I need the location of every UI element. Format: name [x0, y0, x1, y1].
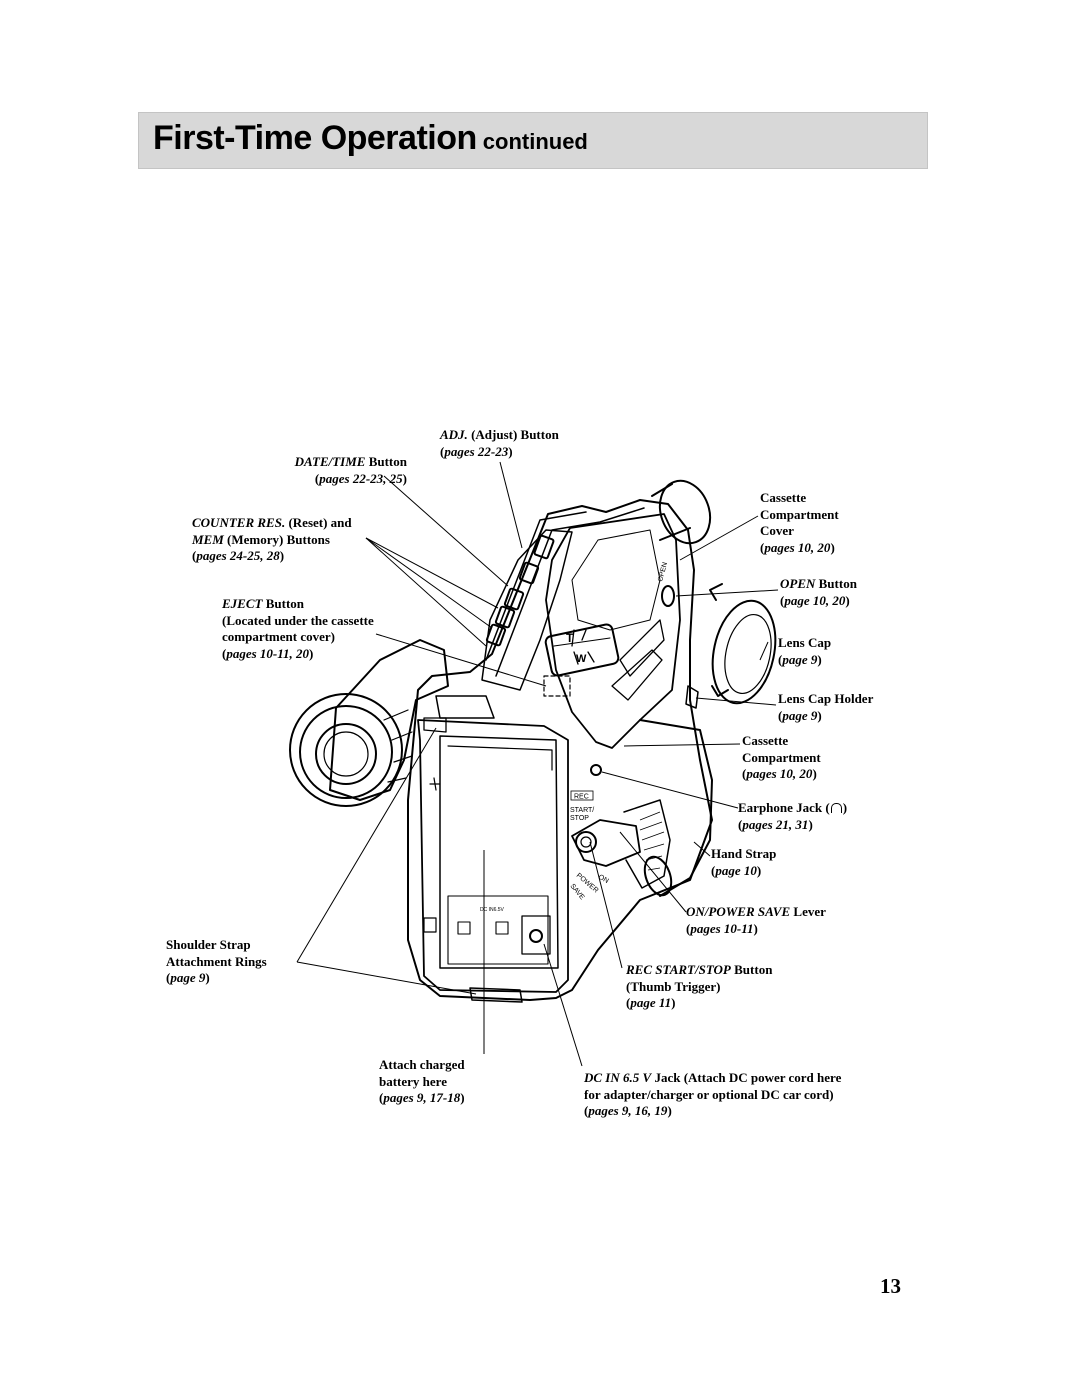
lens-front: [289, 693, 403, 807]
leader-open: [675, 589, 779, 597]
marking-open: OPEN: [657, 562, 669, 583]
hand-strap: [639, 719, 713, 897]
leader-counter-2: [365, 537, 493, 629]
headphone-icon: [830, 803, 842, 813]
front-barrel: [329, 639, 449, 801]
leader-lenscap: [759, 641, 769, 661]
leader-rec: [589, 841, 623, 969]
marking-save: SAVE: [568, 883, 585, 902]
label-datetime-button: DATE/TIME Button(pages 22-23, 25): [294, 454, 407, 486]
label-lens-cap-holder: Lens Cap Holder(page 9): [778, 691, 874, 723]
marking-stop: STOP: [570, 815, 589, 822]
leader-eject: [375, 633, 547, 687]
leader-shoulder-1: [296, 727, 437, 963]
viewfinder-eyecup: [658, 479, 712, 545]
label-earphone-jack: Earphone Jack ()(pages 21, 31): [738, 800, 848, 832]
cassette-cover: [545, 513, 681, 749]
marking-start: START/: [570, 807, 594, 814]
marking-wide: W: [576, 653, 587, 665]
leader-adj: [499, 461, 523, 549]
label-open-button: OPEN Button(page 10, 20): [780, 576, 857, 608]
camcorder-body: [407, 499, 713, 1001]
leader-cassette-cover: [679, 515, 759, 561]
leader-powersave: [619, 831, 687, 913]
title-continued: continued: [482, 129, 588, 154]
label-hand-strap: Hand Strap(page 10): [711, 846, 777, 878]
lens-cap: [711, 599, 777, 705]
leader-counter-1: [365, 537, 499, 609]
zoom-rocker: [544, 623, 620, 677]
label-dc-in-jack: DC IN 6.5 V Jack (Attach DC power cord h…: [584, 1070, 842, 1118]
marking-on: ON: [597, 874, 610, 885]
earphone-jack: [590, 764, 602, 776]
leader-datetime: [383, 475, 509, 587]
power-lever: [571, 819, 641, 867]
page-number: 13: [880, 1274, 901, 1298]
label-adj-button: ADJ. (Adjust) Button(pages 22-23): [440, 427, 559, 459]
battery-mount: [417, 719, 569, 993]
label-lens-cap: Lens Cap(page 9): [778, 635, 832, 667]
leader-cassette-comp: [623, 743, 741, 747]
dc-in-jack: [529, 929, 543, 943]
marking-dcin: DC IN6.5V: [480, 907, 505, 913]
leader-dcin: [543, 943, 583, 1067]
leader-shoulder-2: [296, 961, 477, 995]
label-rec-button: REC START/STOP Button(Thumb Trigger)(pag…: [626, 962, 773, 1010]
label-power-save-lever: ON/POWER SAVE Lever(pages 10-11): [686, 904, 826, 936]
marking-tele: T: [566, 631, 574, 645]
leader-counter-3: [365, 537, 487, 647]
leader-handstrap: [693, 841, 711, 857]
button-strip: [481, 529, 573, 691]
title-main: First-Time Operation: [153, 119, 477, 157]
leader-earphone: [601, 771, 739, 809]
leader-lenscap-holder: [695, 697, 777, 706]
marking-rec: REC: [574, 794, 589, 801]
